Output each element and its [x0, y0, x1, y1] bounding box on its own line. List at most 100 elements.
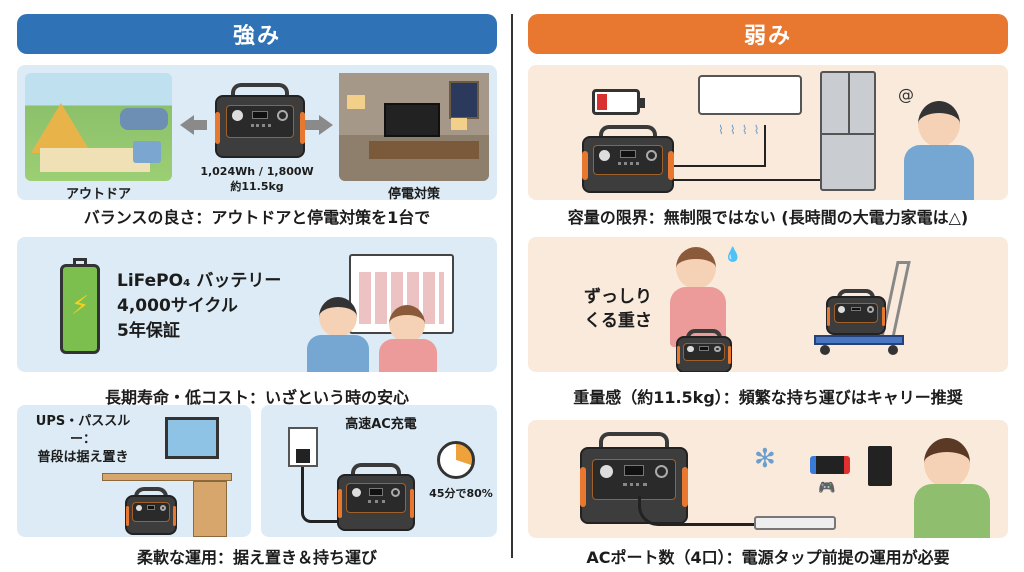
picnic-mat: [40, 148, 150, 172]
tv-icon: [384, 103, 440, 137]
floor-lamp-icon: [347, 95, 365, 109]
power-station-under-desk: [125, 487, 177, 535]
weight-caption: 重量感（約11.5kg）：頻繁な持ち運びはキャリー推奨: [573, 388, 963, 407]
weaknesses-header: 弱み: [528, 14, 1008, 54]
warranty: 5年保証: [117, 321, 180, 341]
ac-ports-caption: ACポート数（4口）：電源タップ前提の運用が必要: [586, 548, 950, 567]
airflow-icon: ⌇⌇⌇⌇: [718, 123, 766, 137]
man-head: [319, 297, 357, 337]
tv-stand: [369, 141, 479, 159]
longevity-caption: 長期寿命・低コスト：いざという時の安心: [104, 388, 409, 407]
weaknesses-column: 弱み ⌇⌇⌇⌇ @ 容量の限界：無制限ではない (長時間の大電力家電は△) ずっ…: [528, 14, 1008, 567]
game-console-handheld-icon: [810, 456, 850, 474]
confused-swirl-icon: @: [898, 85, 914, 104]
tent-icon: [31, 103, 91, 153]
fast-charge-title: 高速AC充電: [345, 417, 417, 432]
controller-icon: 🎮: [818, 480, 836, 496]
desk-drawers: [193, 481, 227, 537]
low-battery-icon: [592, 89, 645, 115]
heavy-text: ずっしり くる重さ: [578, 285, 658, 333]
battery-spec-text: LiFePO₄ バッテリー 4,000サイクル 5年保証: [117, 269, 281, 344]
power-strip-icon: [754, 516, 836, 530]
longevity-panel: ⚡ LiFePO₄ バッテリー 4,000サイクル 5年保証: [17, 237, 497, 372]
worried-person-illustration: [914, 438, 990, 538]
fan-icon: ✻: [754, 444, 776, 474]
column-divider: [511, 14, 513, 558]
wheel: [888, 345, 898, 355]
ups-text: UPS・パススルー： 普段は据え置き: [23, 413, 143, 467]
sweat-drops-icon: 💧: [724, 247, 742, 263]
battery-level: [597, 94, 607, 110]
game-console-icon: [868, 446, 892, 486]
person-shirt: [914, 484, 990, 538]
capacity-panel: ⌇⌇⌇⌇ @: [528, 65, 1008, 200]
ups-line1: UPS・パススルー：: [35, 414, 131, 447]
blackout-room-illustration: [339, 73, 489, 181]
capacity-caption: 容量の限界：無制限ではない (長時間の大電力家電は△): [567, 208, 969, 227]
window-icon: [449, 81, 479, 119]
man-shirt: [904, 145, 974, 200]
calendar-icon: [349, 254, 454, 334]
charge-time-text: 45分で80%: [429, 487, 493, 500]
ups-panel: UPS・パススルー： 普段は据え置き: [17, 405, 251, 537]
blackout-label: 停電対策: [387, 187, 440, 200]
woman-shirt: [379, 339, 437, 372]
monitor-icon: [165, 417, 219, 459]
lightning-icon: ⚡: [71, 291, 90, 321]
cooler-box-icon: [133, 141, 161, 163]
heavy-line1: ずっしり: [584, 287, 652, 307]
clock-icon: [437, 441, 475, 479]
woman-head: [389, 305, 425, 343]
strengths-column: 強み アウトドア 1,024Wh / 1,800W 約11.5kg: [17, 14, 497, 567]
power-cable: [301, 467, 337, 523]
power-station-icon: [579, 432, 689, 524]
wall-outlet-icon: [288, 427, 318, 467]
spec-weight: 約11.5kg: [230, 180, 284, 193]
wheel: [820, 345, 830, 355]
right-arrow-shaft: [305, 120, 319, 130]
ac-ports-panel: ✻ 🎮: [528, 420, 1008, 538]
power-station-carried: [676, 329, 732, 372]
fridge-line: [822, 133, 874, 135]
heavy-line2: くる重さ: [584, 311, 652, 331]
cable-bundle: [638, 496, 768, 526]
man-smiling-illustration: [307, 297, 369, 372]
power-station-charging: [337, 463, 415, 531]
plug: [296, 449, 310, 463]
ac-cable: [674, 165, 766, 167]
right-arrow-icon: [319, 115, 333, 135]
balance-panel: アウトドア 1,024Wh / 1,800W 約11.5kg 停電対策: [17, 65, 497, 200]
power-station-icon: [215, 83, 305, 158]
ups-line2: 普段は据え置き: [37, 450, 129, 465]
spec-text: 1,024Wh / 1,800W 約11.5kg: [197, 164, 317, 194]
person-head: [924, 438, 970, 488]
left-arrow-icon: [180, 115, 194, 135]
balance-caption: バランスの良さ：アウトドアと停電対策を1台で: [83, 208, 431, 227]
spec-capacity-output: 1,024Wh / 1,800W: [200, 165, 314, 178]
man-head: [918, 101, 960, 147]
flexible-caption: 柔軟な運用：据え置き＆持ち運び: [136, 548, 377, 567]
battery-terminal: [640, 98, 645, 108]
outdoor-label: アウトドア: [65, 187, 131, 200]
man-shirt: [307, 335, 369, 372]
fast-charge-panel: 高速AC充電 45分で80%: [261, 405, 497, 537]
desk-top: [102, 473, 232, 481]
left-arrow-shaft: [193, 120, 207, 130]
strengths-header: 強み: [17, 14, 497, 54]
table-lamp-icon: [451, 118, 467, 130]
hand-truck-platform: [814, 335, 904, 345]
woman-smiling-illustration: [379, 305, 437, 372]
weight-panel: ずっしり くる重さ 💧: [528, 237, 1008, 372]
battery-terminal: [73, 258, 87, 264]
outdoor-camping-illustration: [25, 73, 172, 181]
battery-icon: ⚡: [60, 258, 100, 354]
battery-type: LiFePO₄ バッテリー: [117, 271, 282, 291]
power-station-icon: [582, 125, 674, 193]
refrigerator-icon: [820, 71, 876, 191]
battery-cycles: 4,000サイクル: [117, 296, 238, 316]
worried-man-illustration: [904, 101, 974, 200]
air-conditioner-icon: [698, 75, 802, 115]
car-icon: [120, 108, 168, 130]
fridge-door-split: [848, 73, 850, 133]
power-station-on-cart: [826, 289, 886, 335]
